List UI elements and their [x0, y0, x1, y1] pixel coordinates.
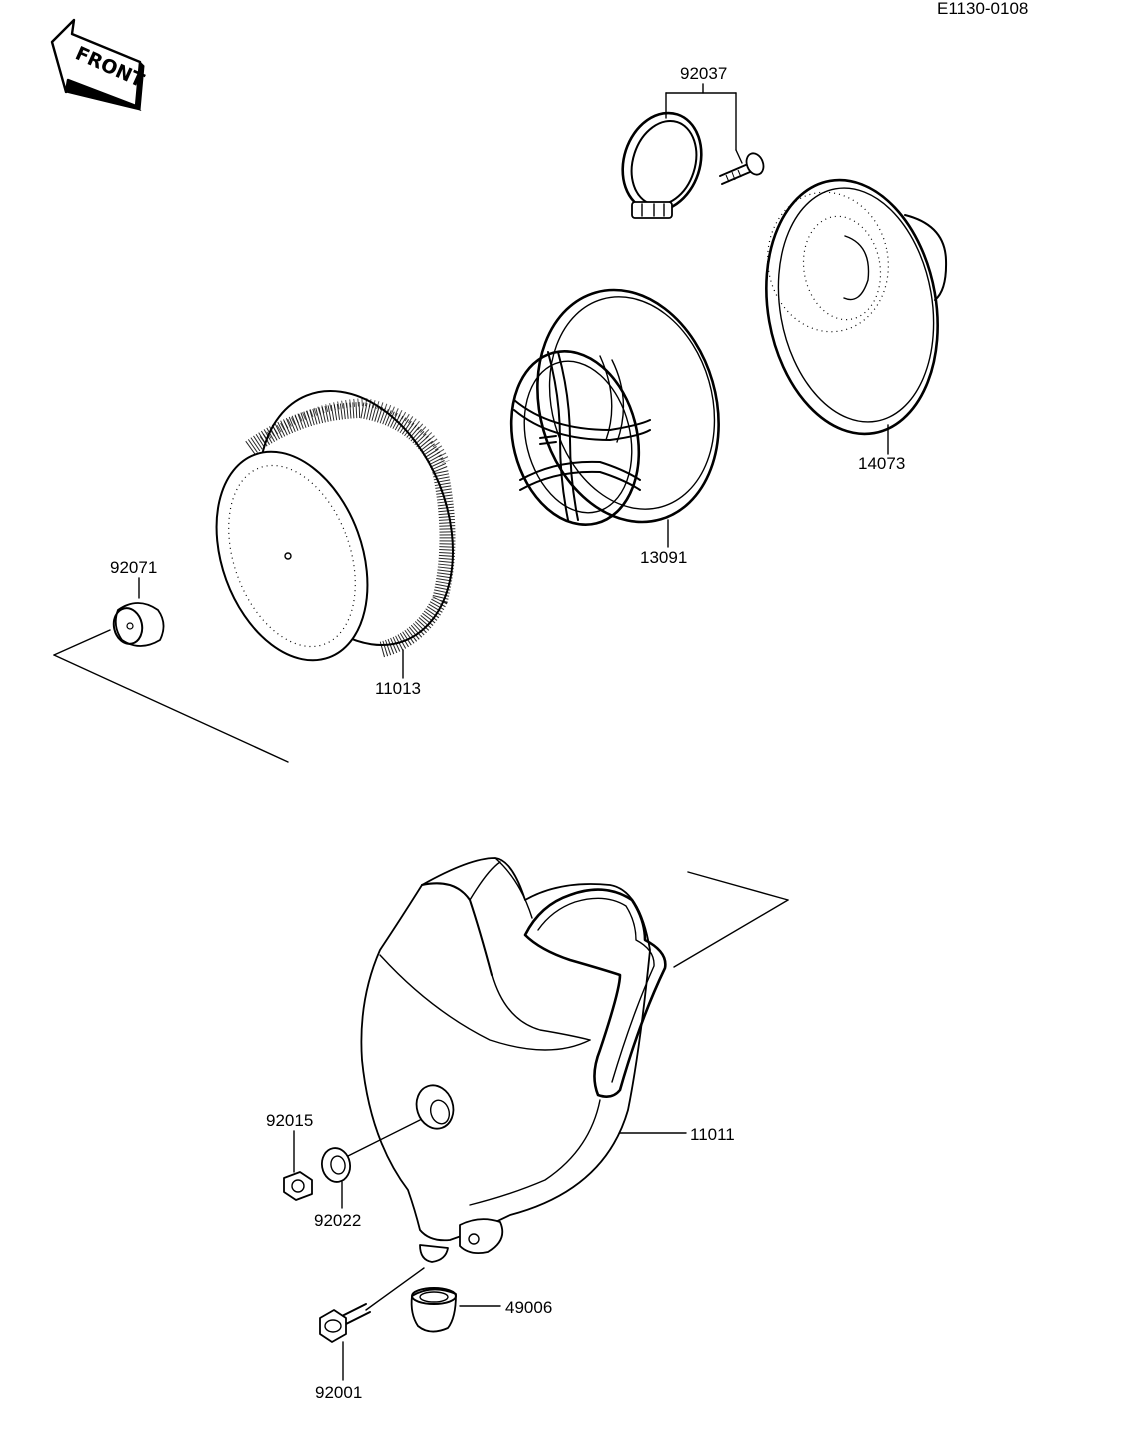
label-49006: 49006 — [505, 1298, 552, 1317]
part-11011-housing — [360, 857, 789, 1263]
front-direction-arrow-icon: FRONT — [50, 18, 147, 112]
part-11013-element — [215, 390, 456, 662]
part-14073-cover — [765, 178, 948, 436]
label-92071: 92071 — [110, 558, 157, 577]
label-11011: 11011 — [690, 1125, 735, 1144]
diagram-code: E1130-0108 — [937, 0, 1028, 18]
part-92071-grommet — [53, 577, 289, 763]
part-13091-frame — [509, 288, 720, 526]
label-92022: 92022 — [314, 1211, 361, 1230]
label-11013: 11013 — [375, 679, 421, 698]
label-14073: 14073 — [858, 454, 905, 473]
label-92001: 92001 — [315, 1383, 362, 1402]
label-92015: 92015 — [266, 1111, 313, 1130]
label-13091: 13091 — [640, 548, 687, 567]
part-92037-clamp — [621, 83, 765, 219]
part-92022-washer — [321, 1119, 421, 1209]
label-92037: 92037 — [680, 64, 727, 83]
part-49006-cap — [410, 1287, 501, 1333]
part-92015-nut — [283, 1130, 313, 1201]
part-92001-bolt — [319, 1267, 425, 1381]
